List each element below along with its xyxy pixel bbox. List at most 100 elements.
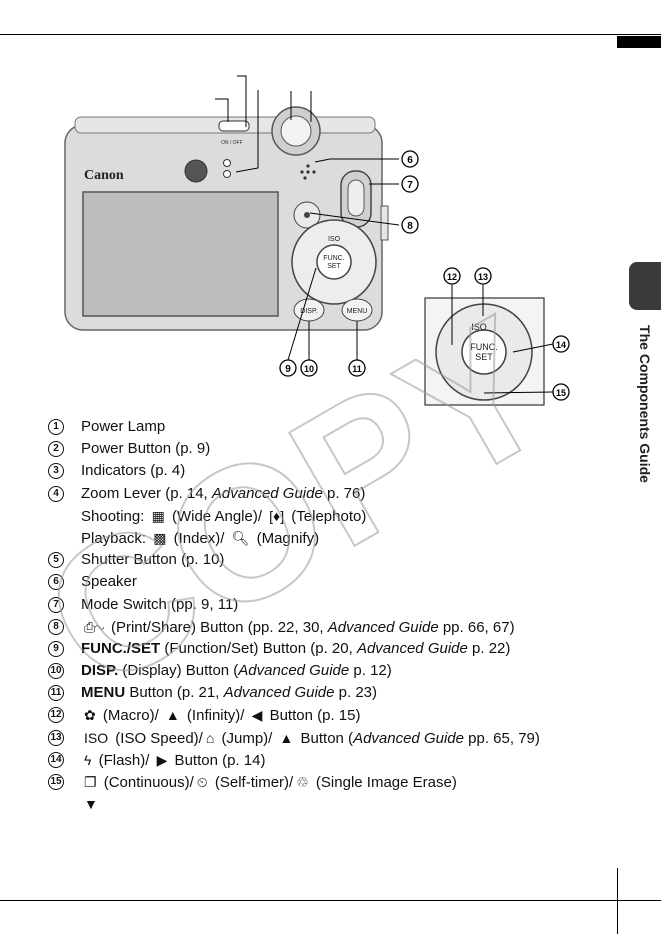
svg-text:SET: SET: [327, 263, 341, 270]
inline-icon: ϟ: [84, 751, 92, 768]
component-description: ⎙∿ (Print/Share) Button (pp. 22, 30, Adv…: [81, 616, 515, 639]
svg-text:15: 15: [556, 388, 566, 398]
svg-text:10: 10: [304, 364, 314, 374]
component-description: DISP. (Display) Button (Advanced Guide p…: [81, 660, 392, 682]
callout-12: 12: [443, 267, 461, 285]
callout-number: 9: [48, 640, 64, 657]
inline-icon: ✿: [84, 707, 96, 724]
component-description: ϟ (Flash)/ ▶ Button (p. 14): [81, 749, 265, 772]
callout-number: 13: [48, 729, 64, 746]
lcd-screen: [82, 191, 279, 317]
callout-6: 6: [401, 150, 419, 168]
component-description: Power Button (p. 9): [81, 438, 210, 460]
callout-number: 10: [48, 663, 64, 680]
text-fragment: p. 22): [467, 639, 511, 657]
svg-text:11: 11: [352, 364, 362, 374]
bottom-vertical-rule: [617, 868, 618, 934]
inline-icon: ▶: [156, 751, 168, 768]
callout-number: 1: [48, 419, 64, 435]
text-fragment: (Flash)/: [94, 751, 154, 769]
component-row: 15❐ (Continuous)/⏲ (Self-timer)/♲ (Singl…: [48, 771, 608, 793]
brand-logo: Canon: [84, 168, 124, 183]
component-description: Power Lamp: [81, 416, 165, 438]
component-description: Playback: ▩ (Index)/ 🔍︎ (Magnify): [81, 527, 319, 550]
component-row: Playback: ▩ (Index)/ 🔍︎ (Magnify): [48, 527, 608, 549]
text-fragment: p. 76): [322, 484, 366, 502]
component-description: Indicators (p. 4): [81, 460, 185, 482]
camera-diagram: Canon ON / OFF FUNC. SET ISO DISP. MENU: [64, 75, 570, 406]
text-fragment: p. 12): [349, 662, 392, 680]
func-set-button: [316, 244, 352, 280]
component-row: 1 Power Lamp: [48, 416, 608, 438]
text-fragment: Button (p. 15): [265, 707, 361, 725]
indicator-lamp-lower: [223, 170, 231, 178]
top-rule: [0, 34, 661, 35]
text-fragment: Playback:: [81, 529, 151, 547]
component-description: ✿ (Macro)/ ▲ (Infinity)/ ◀ Button (p. 15…: [81, 704, 360, 727]
inline-icon: ⏲: [196, 774, 208, 790]
svg-text:ISO: ISO: [328, 236, 341, 243]
text-fragment: p. 23): [334, 684, 378, 702]
text-fragment: Power Button (p. 9): [81, 440, 211, 458]
text-fragment: Advanced Guide: [353, 729, 464, 747]
text-fragment: (Self-timer)/: [210, 774, 294, 791]
callout-number: 4: [48, 485, 64, 502]
callout-9: 9: [279, 359, 297, 377]
callout-10: 10: [300, 359, 318, 377]
header-tab: [617, 36, 661, 48]
inline-icon: ⎙∿: [84, 618, 104, 635]
component-row: 6 Speaker: [48, 571, 608, 593]
component-description: Speaker: [81, 571, 137, 593]
inline-icon: ▼: [84, 796, 98, 813]
text-fragment: Speaker: [81, 573, 137, 591]
text-fragment: Button (p. 14): [170, 751, 266, 769]
inline-icon: ♲: [296, 774, 309, 790]
component-row: 14 ϟ (Flash)/ ▶ Button (p. 14): [48, 749, 608, 771]
callout-number: 6: [48, 574, 64, 591]
text-fragment: Power Lamp: [81, 418, 166, 435]
text-fragment: (Continuous)/: [99, 774, 194, 791]
callout-15: 15: [552, 383, 570, 401]
text-fragment: (Macro)/: [98, 707, 163, 725]
text-fragment: pp. 66, 67): [438, 618, 515, 636]
callout-number: 15: [48, 774, 64, 790]
text-fragment: Indicators (p. 4): [81, 462, 186, 480]
speaker-holes: [300, 164, 316, 180]
text-fragment: pp. 65, 79): [463, 729, 540, 747]
text-fragment: Button (p. 21,: [125, 684, 224, 702]
inline-icon: ISO: [84, 729, 109, 746]
svg-text:SET: SET: [475, 352, 493, 362]
component-row: Shooting: ▦ (Wide Angle)/ [♦] (Telephoto…: [48, 505, 608, 527]
inline-icon: [♦]: [269, 507, 285, 524]
text-fragment: Button (: [296, 729, 354, 747]
text-fragment: (Wide Angle)/: [167, 507, 267, 525]
callout-number: 12: [48, 707, 64, 724]
text-fragment: (Infinity)/: [182, 707, 249, 725]
text-fragment: MENU: [81, 684, 126, 702]
svg-text:12: 12: [447, 272, 457, 282]
component-row: 12 ✿ (Macro)/ ▲ (Infinity)/ ◀ Button (p. …: [48, 704, 608, 726]
callout-number: 7: [48, 596, 64, 613]
inline-icon: ◀: [251, 707, 263, 724]
component-description: FUNC./SET (Function/Set) Button (p. 20, …: [81, 638, 510, 660]
component-row: 9 FUNC./SET (Function/Set) Button (p. 20,…: [48, 638, 608, 660]
svg-text:9: 9: [285, 364, 291, 375]
indicator-lamp-upper: [223, 159, 231, 167]
shutter-button: [280, 115, 312, 147]
callout-number: 14: [48, 751, 64, 768]
svg-text:7: 7: [407, 180, 413, 191]
svg-text:13: 13: [478, 272, 488, 282]
component-description: MENU Button (p. 21, Advanced Guide p. 23…: [81, 682, 377, 704]
text-fragment: Advanced Guide: [327, 618, 439, 636]
callout-11: 11: [348, 359, 366, 377]
text-fragment: (Single Image Erase): [311, 774, 457, 791]
inline-icon: 🔍︎: [231, 529, 250, 546]
callout-number: 5: [48, 552, 64, 569]
text-fragment: Advanced Guide: [211, 484, 323, 502]
